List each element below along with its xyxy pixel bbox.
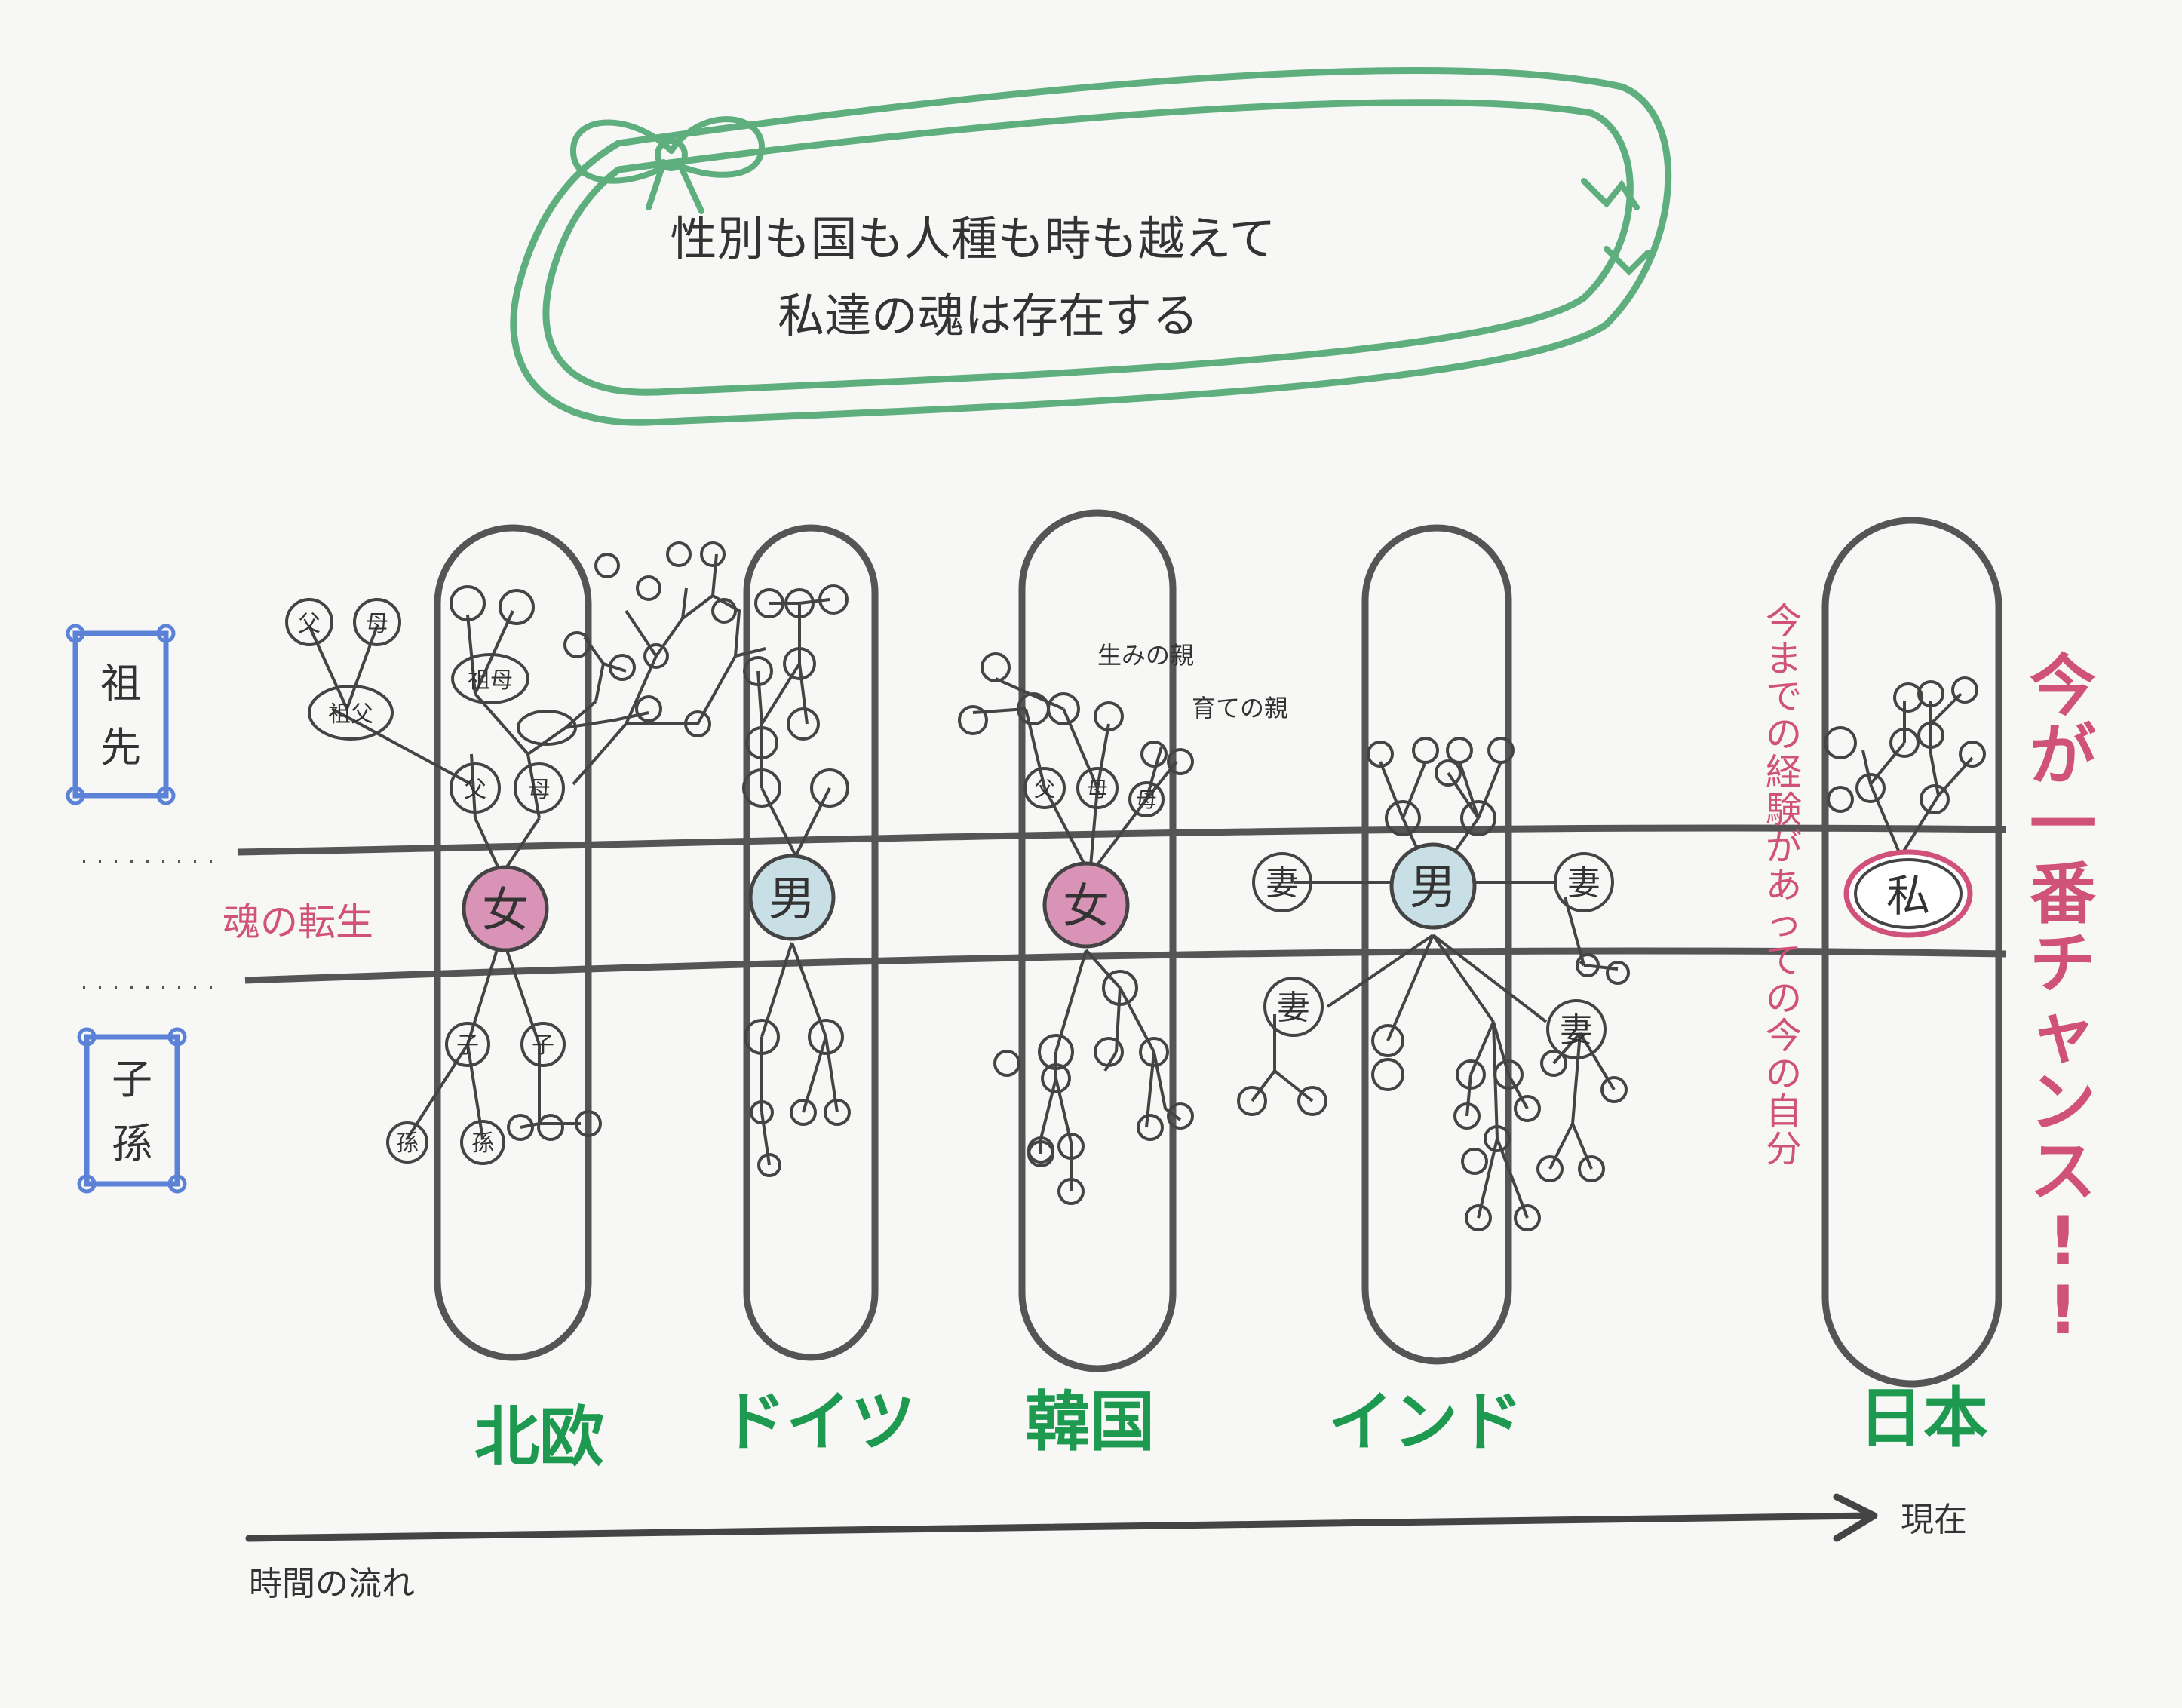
right-note-char: 自 [1766,1090,1802,1133]
self-node-germany: 男 [748,854,836,941]
india-wife-2: 妻 [1567,864,1600,903]
capsule-2 [743,524,879,1361]
reincarnation-label: 魂の転生 [222,900,373,944]
column-korea-tree [958,652,1194,1205]
nordic-ggm: 母 [366,611,388,637]
self-label-2: 男 [769,871,815,926]
india-wife-4: 妻 [1560,1011,1593,1050]
india-wife-3: 妻 [1277,989,1310,1027]
timeline-arrow-head-icon [1833,1493,1878,1542]
right-note-char: て [1766,940,1802,982]
self-circle-5 [1843,849,1973,938]
self-node-india: 男 [1389,842,1477,930]
capsule-4 [1361,524,1512,1365]
self-node-japan: 私 [1843,849,1973,938]
self-label-1: 女 [482,882,529,937]
slogan-char: ! [2048,1271,2078,1349]
capsule-3 [1018,509,1177,1372]
korea-mother: 母 [1087,777,1108,802]
country-label-4: インド [1328,1384,1523,1460]
slogan-char: ス [2030,1133,2096,1210]
self-circle-3 [1042,861,1130,949]
capsule-1 [434,524,592,1361]
band-bottom-line [244,947,2007,984]
nordic-ggf: 父 [298,611,321,637]
banner-line-1: 性別も国も人種も時も越えて [671,211,1276,266]
slogan-char: 番 [2030,855,2096,933]
right-note-char: で [1766,676,1802,718]
right-note-char: の [1766,713,1802,756]
slogan-char: チ [2030,925,2096,1002]
country-label-1: 北欧 [474,1400,604,1475]
right-note-char: の [1766,1053,1802,1095]
slogan-char: 一 [2030,786,2096,863]
column-japan-tree [1824,676,1986,857]
banner-line-2: 私達の魂は存在する [778,288,1198,343]
country-label-2: ドイツ [721,1384,916,1460]
slogan-char: ン [2030,1063,2096,1141]
nordic-grandmother: 祖母 [468,667,513,694]
self-circle-4 [1389,842,1477,930]
korea-note-birth: 生みの親 [1097,641,1194,670]
cross-tree [572,541,766,786]
ribbon-bow-icon [569,116,766,214]
nordic-child-1: 子 [456,1032,479,1059]
right-note-char: 今 [1766,1015,1802,1057]
nordic-grandfather: 祖父 [328,701,373,728]
slogan-char: が [2030,716,2096,794]
ancestors-label-1: 祖 [100,660,141,707]
column-india-tree [1237,737,1630,1231]
nordic-grandchild-2: 孫 [471,1130,494,1157]
right-note-char: の [1766,977,1802,1020]
timeline-label: 時間の流れ [249,1565,415,1603]
self-label-3: 女 [1063,879,1109,934]
band-top-line [237,824,2007,856]
slogan-char: ! [2048,1202,2078,1280]
descendants-box: 子 孫 [77,1027,187,1194]
self-label-5: 私 [1886,870,1930,921]
right-note-char: あ [1766,864,1802,906]
right-note-char: が [1766,826,1802,869]
self-circle-2 [748,854,836,941]
descendants-label-2: 孫 [112,1120,152,1167]
country-label-3: 韓国 [1025,1384,1155,1460]
slogan-char: ャ [2030,994,2096,1072]
right-note-char: 経 [1766,751,1802,793]
ribbon-tail-icon [1581,178,1651,276]
banner-frame [510,67,1672,426]
self-node-korea: 女 [1042,861,1130,949]
nordic-mother: 母 [528,777,551,803]
right-note-char: 今 [1766,600,1802,642]
column-nordic-tree [285,585,662,1165]
korea-note-raise: 育ての親 [1192,694,1288,722]
timeline-end-label: 現在 [1901,1501,1967,1539]
ancestors-box: 祖 先 [66,624,176,805]
nordic-child-2: 子 [532,1032,554,1059]
nordic-grandchild-1: 孫 [396,1130,419,1157]
nordic-father: 父 [464,777,486,803]
timeline-arrow-shaft [245,1512,1874,1542]
self-node-nordic: 女 [462,865,549,952]
right-note-char: ま [1766,638,1802,680]
right-note-char: 験 [1766,789,1802,831]
ancestors-label-2: 先 [100,724,141,771]
korea-father: 父 [1034,777,1055,802]
country-label-5: 日本 [1858,1381,1988,1456]
descendants-label-1: 子 [112,1056,152,1103]
korea-mother-2: 母 [1136,787,1157,812]
right-note-char: 分 [1766,1128,1802,1170]
self-circle-1 [462,865,549,952]
india-wife-1: 妻 [1266,864,1299,903]
slogan-char: 今 [2030,647,2096,725]
column-germany-tree [742,584,851,1177]
right-note-char: っ [1766,902,1802,944]
self-label-4: 男 [1410,860,1456,915]
